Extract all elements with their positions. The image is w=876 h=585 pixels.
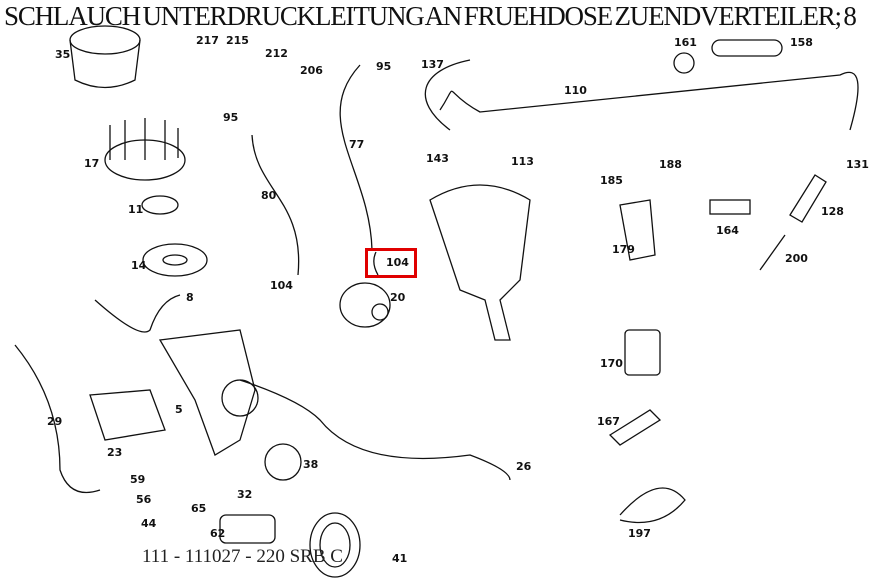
part-label[interactable]: 23 <box>107 446 123 459</box>
part-label[interactable]: 80 <box>261 189 277 202</box>
part-label[interactable]: 212 <box>265 47 288 60</box>
part-label[interactable]: 188 <box>659 158 682 171</box>
part-label[interactable]: 29 <box>47 415 63 428</box>
part-label[interactable]: 77 <box>349 138 365 151</box>
part-label[interactable]: 26 <box>516 460 532 473</box>
bracket-179 <box>619 199 656 261</box>
part-label[interactable]: 14 <box>131 259 147 272</box>
grommet-161 <box>673 52 695 74</box>
part-label[interactable]: 104 <box>270 279 293 292</box>
lead-26 <box>239 379 511 481</box>
cap-35 <box>69 25 141 89</box>
part-label[interactable]: 185 <box>600 174 623 187</box>
hose-104-small <box>373 251 379 276</box>
part-label[interactable]: 38 <box>303 458 319 471</box>
part-label[interactable]: 128 <box>821 205 844 218</box>
part-label[interactable]: 11 <box>128 203 144 216</box>
distributor-main <box>429 184 531 341</box>
part-label[interactable]: 41 <box>392 552 408 565</box>
part-label[interactable]: 137 <box>421 58 444 71</box>
wrench-38 <box>264 443 302 481</box>
part-label[interactable]: 56 <box>136 493 152 506</box>
rotor-11 <box>141 195 179 215</box>
plug-200 <box>759 234 786 271</box>
tie-197 <box>619 487 686 524</box>
part-label[interactable]: 17 <box>84 157 100 170</box>
lead-137 <box>424 59 471 131</box>
diagram-title: SCHLAUCH UNTERDRUCKLEITUNG AN FRUEHDOSE … <box>4 1 857 31</box>
dust-cover-14 <box>142 243 208 277</box>
lead-8 <box>94 294 181 333</box>
distributor-5 <box>158 329 259 456</box>
connector-164 <box>709 199 751 215</box>
part-label[interactable]: 143 <box>426 152 449 165</box>
part-label[interactable]: 170 <box>600 357 623 370</box>
highlight-box-104[interactable] <box>365 248 417 278</box>
pulley-41 <box>309 512 361 578</box>
clip-167 <box>608 409 662 446</box>
part-label[interactable]: 44 <box>141 517 157 530</box>
part-label[interactable]: 158 <box>790 36 813 49</box>
plug-128 <box>789 174 827 223</box>
sleeve-158 <box>711 39 783 57</box>
part-label[interactable]: 20 <box>390 291 406 304</box>
part-label[interactable]: 35 <box>55 48 71 61</box>
part-label[interactable]: 131 <box>846 158 869 171</box>
part-label[interactable]: 197 <box>628 527 651 540</box>
part-label[interactable]: 164 <box>716 224 739 237</box>
part-label[interactable]: 8 <box>186 291 194 304</box>
part-label[interactable]: 113 <box>511 155 534 168</box>
part-label[interactable]: 5 <box>175 403 183 416</box>
part-label[interactable]: 95 <box>376 60 392 73</box>
part-label[interactable]: 95 <box>223 111 239 124</box>
part-label[interactable]: 217 <box>196 34 219 47</box>
part-label[interactable]: 206 <box>300 64 323 77</box>
bracket-170 <box>624 329 661 376</box>
vacuum-unit-20 <box>339 282 391 328</box>
bracket-23 <box>89 389 166 441</box>
part-label[interactable]: 167 <box>597 415 620 428</box>
part-label-highlighted[interactable]: 104 <box>386 256 409 269</box>
lead-29 <box>14 344 101 494</box>
part-label[interactable]: 215 <box>226 34 249 47</box>
distributor-cap-17 <box>104 118 186 181</box>
part-label[interactable]: 32 <box>237 488 253 501</box>
hose-77 <box>339 64 373 251</box>
pad-62 <box>219 514 276 544</box>
part-label[interactable]: 62 <box>210 527 226 540</box>
lead-110 <box>439 71 859 131</box>
part-label[interactable]: 65 <box>191 502 207 515</box>
part-label[interactable]: 110 <box>564 84 587 97</box>
hose-80 <box>251 134 300 276</box>
diagram-footer-code: 111 - 111027 - 220 SRB C <box>142 546 343 567</box>
part-label[interactable]: 161 <box>674 36 697 49</box>
part-label[interactable]: 59 <box>130 473 146 486</box>
part-label[interactable]: 179 <box>612 243 635 256</box>
part-label[interactable]: 200 <box>785 252 808 265</box>
